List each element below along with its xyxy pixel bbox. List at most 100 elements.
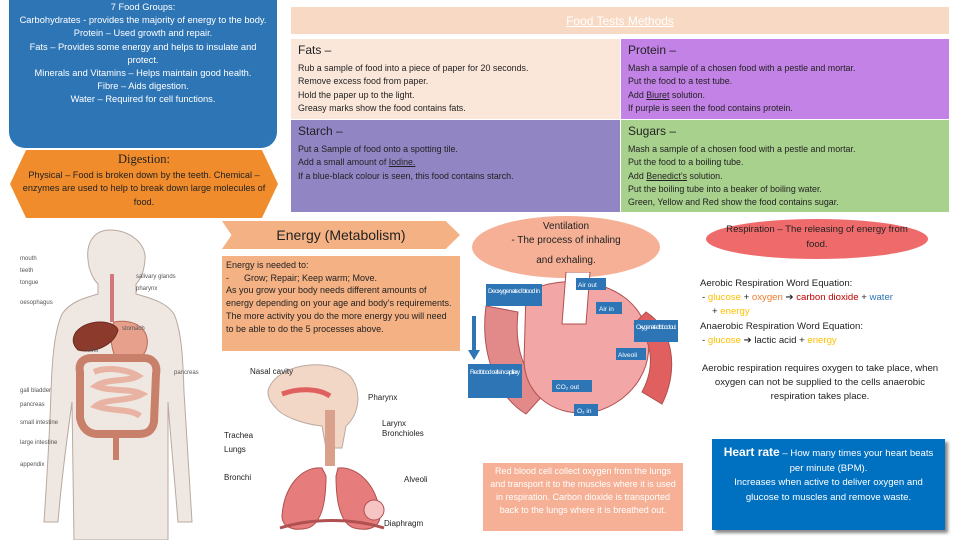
eq-energy: energy: [807, 334, 837, 346]
aerobic-eq-title: Aerobic Respiration Word Equation:: [700, 278, 853, 289]
ventilation-bubble: Ventilation - The process of inhaling an…: [472, 216, 660, 278]
eq-water: water: [869, 292, 894, 304]
label-deoxygenated: Deoxygenated blood in: [488, 288, 540, 295]
respiration-bubble: Respiration – The releasing of energy fr…: [706, 219, 928, 259]
anaerobic-eq: - glucose ➔ lactic acid + energy: [700, 334, 940, 348]
alveolus-illustration: Deoxygenated blood in Air out Air in Oxy…: [468, 272, 678, 416]
food-group-item: Water – Required for cell functions.: [70, 94, 216, 105]
label-teeth: teeth: [20, 268, 33, 274]
air-out-label-box: [576, 278, 606, 290]
o2-label-box: [574, 404, 598, 416]
heart-rate-def: – How many times your heart beats per mi…: [779, 448, 934, 474]
label-o2: O₂ in: [577, 408, 592, 415]
label-pharynx: pharynx: [136, 286, 157, 292]
eq-lactic: lactic acid: [754, 334, 797, 346]
eq-glucose: glucose: [707, 292, 741, 304]
label-co2: CO₂ out: [556, 384, 579, 391]
protein-step: Mash a sample of a chosen food with a pe…: [628, 63, 856, 74]
anaerobic-eq-title: Anaerobic Respiration Word Equation:: [700, 320, 864, 332]
aerobic-eq-cont: + energy: [700, 305, 940, 319]
label-nasal-cavity: Nasal cavity: [250, 367, 293, 376]
eq-dash: -: [702, 334, 708, 346]
protein-step: If purple is seen the food contains prot…: [628, 102, 793, 113]
label-mouth: mouth: [20, 256, 37, 262]
diaphragm-shape: [279, 519, 385, 530]
digestion-body: Physical – Food is broken down by the te…: [22, 170, 266, 207]
fats-step: Rub a sample of food into a piece of pap…: [298, 63, 529, 74]
label-oxygenated: Oxygenated blood out: [636, 324, 676, 331]
digestive-system-illustration: mouth teeth tongue oesophagus salivary g…: [20, 229, 199, 540]
energy-line: - Grow; Repair; Keep warm; Move.: [226, 272, 378, 283]
air-in-label-box: [596, 302, 622, 314]
eq-dash: -: [702, 292, 708, 304]
starch-heading: Starch –: [298, 124, 343, 138]
red-blood-cell-note: Red blood cell collect oxygen from the l…: [483, 463, 683, 531]
eq-plus: +: [796, 334, 808, 346]
label-small: small intestine: [20, 420, 59, 426]
sugars-test-card: Sugars – Mash a sample of a chosen food …: [621, 120, 949, 212]
label-lungs: Lungs: [224, 445, 246, 454]
protein-heading: Protein –: [628, 43, 677, 57]
label-pharynx: Pharynx: [368, 393, 397, 402]
sugars-step: Add Benedict’s solution.: [628, 170, 942, 183]
label-oesophagus: oesophagus: [20, 300, 53, 306]
nasal-cavity-shape: [281, 387, 332, 399]
iodine-term: Iodine.: [388, 157, 416, 168]
eq-arrow: ➔: [740, 334, 755, 346]
label-air-out: Air out: [578, 282, 597, 289]
label-larynx: Larynx: [382, 419, 406, 428]
energy-line: Energy is needed to:: [226, 260, 309, 270]
digestion-panel: Digestion: Physical – Food is broken dow…: [10, 150, 278, 218]
eq-plus: +: [858, 292, 870, 304]
sugars-heading: Sugars –: [628, 124, 677, 138]
eq-plus: +: [740, 292, 752, 304]
fats-test-card: Fats – Rub a sample of food into a piece…: [291, 39, 620, 119]
benedicts-term: Benedict’s: [646, 170, 688, 181]
digestion-title: Digestion:: [117, 152, 171, 166]
starch-step: If a blue-black colour is seen, this foo…: [298, 170, 514, 181]
fats-step: Hold the paper up to the light.: [298, 89, 415, 100]
energy-body: Energy is needed to: - Grow; Repair; Kee…: [222, 256, 460, 351]
label-bronchi: Bronchi: [224, 473, 251, 482]
label-appendix: appendix: [20, 462, 44, 468]
eq-plus: +: [712, 306, 721, 318]
ventilation-line: and exhaling.: [536, 255, 596, 266]
respiration-equations: Aerobic Respiration Word Equation: - glu…: [700, 277, 940, 348]
sugars-step: Mash a sample of a chosen food with a pe…: [628, 144, 856, 155]
food-group-item: Minerals and Vitamins – Helps maintain g…: [34, 68, 252, 79]
label-gall: gall bladder: [20, 388, 51, 394]
head-profile: [267, 364, 359, 449]
heart-rate-panel: Heart rate – How many times your heart b…: [712, 439, 945, 530]
food-group-item: Fibre – Aids digestion.: [97, 81, 189, 92]
food-group-item: Carbohydrates - provides the majority of…: [19, 15, 267, 26]
small-intestine-shape: [89, 366, 149, 419]
ventilation-line: - The process of inhaling: [511, 235, 621, 246]
fats-step: Remove excess food from paper.: [298, 76, 429, 87]
label-tongue: tongue: [20, 280, 39, 286]
eq-co2: carbon dioxide: [796, 292, 859, 304]
label-large: large intestine: [20, 440, 58, 446]
food-groups-panel: 7 Food Groups: Carbohydrates - provides …: [9, 0, 277, 148]
sugars-step-text: Add: [628, 170, 647, 181]
label-pancreas-2: pancreas: [20, 402, 45, 408]
starch-step: Put a Sample of food onto a spotting til…: [298, 144, 458, 155]
red-cells-label-box: [468, 364, 522, 398]
left-lung-shape: [281, 467, 327, 530]
respiration-note: Aerobic respiration requires oxygen to t…: [701, 363, 939, 403]
alveoli-inset: [363, 499, 385, 521]
label-stomach: stomach: [122, 326, 145, 332]
eq-arrow: ➔: [782, 292, 797, 304]
biuret-term: Biuret: [646, 89, 670, 100]
sugars-step: Green, Yellow and Red show the food cont…: [628, 197, 839, 208]
fats-step: Greasy marks show the food contains fats…: [298, 102, 466, 113]
sugars-step: Put the food to a boiling tube.: [628, 157, 744, 168]
sugars-step-text: solution.: [687, 170, 723, 181]
label-pancreas: pancreas: [174, 370, 199, 376]
deoxygenated-label-box: [486, 284, 542, 306]
starch-test-card: Starch – Put a Sample of food onto a spo…: [291, 120, 620, 212]
energy-line: The more activity you do the more energy…: [226, 310, 447, 334]
deoxygenated-arrowhead: [468, 350, 480, 360]
starch-step: Add a small amount of Iodine.: [298, 156, 613, 169]
liver-shape: [72, 321, 119, 352]
co2-label-box: [552, 380, 592, 392]
